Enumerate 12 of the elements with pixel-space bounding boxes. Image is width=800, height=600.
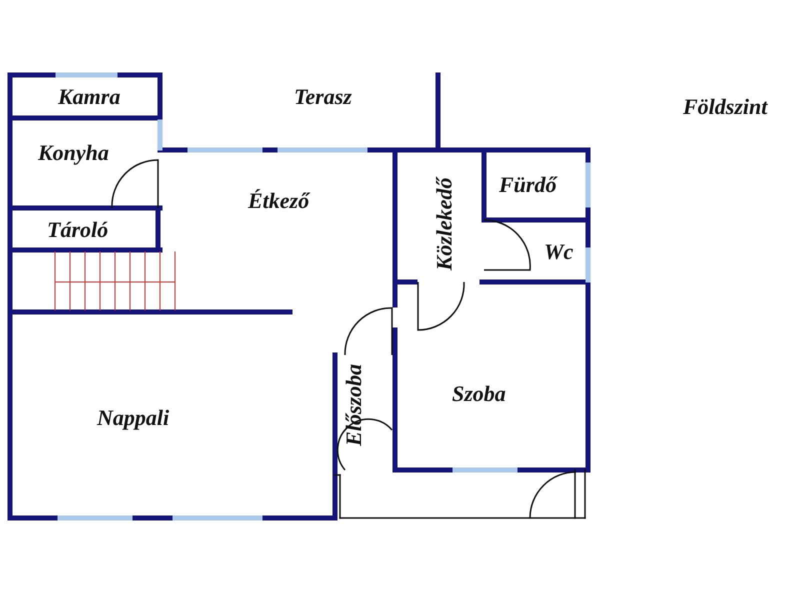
room-label: Közlekedő bbox=[433, 178, 456, 270]
room-label: Konyha bbox=[38, 142, 109, 164]
room-label: Szoba bbox=[452, 383, 506, 405]
room-label: Fürdő bbox=[499, 174, 556, 196]
room-label: Kamra bbox=[58, 86, 120, 108]
floor-title: Földszint bbox=[683, 96, 768, 118]
room-label: Étkező bbox=[248, 190, 310, 212]
room-label: Előszoba bbox=[342, 364, 365, 446]
room-label: Nappali bbox=[97, 407, 170, 429]
room-label: Tároló bbox=[47, 219, 108, 241]
area-label: Terasz bbox=[294, 86, 352, 108]
room-label: Wc bbox=[544, 241, 574, 263]
